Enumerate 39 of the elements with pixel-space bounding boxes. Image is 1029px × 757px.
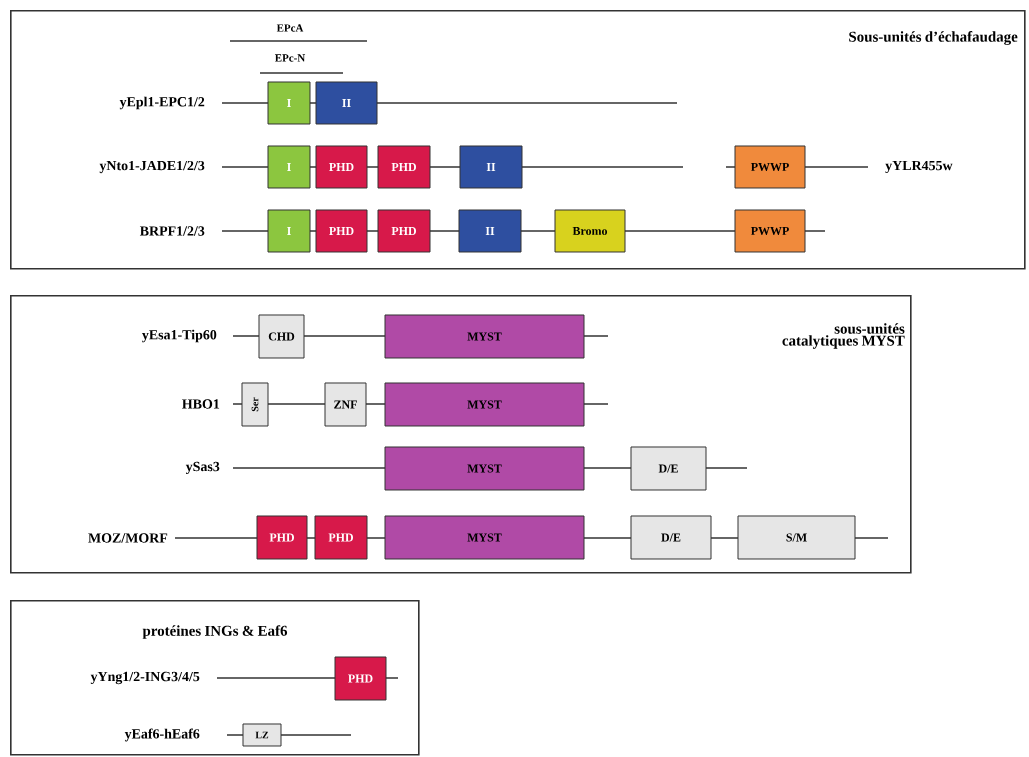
protein-name: yYng1/2-ING3/4/5 xyxy=(90,671,200,685)
protein-name: yEpl1-EPC1/2 xyxy=(119,96,205,110)
protein-name: ySas3 xyxy=(185,461,220,475)
domain-box: Ser xyxy=(241,382,269,427)
domain-box: I xyxy=(267,209,311,253)
domain-box: PWWP xyxy=(734,209,806,253)
domain-box: D/E xyxy=(630,446,707,491)
protein-name: yYLR455w xyxy=(885,160,953,174)
domain-box: II xyxy=(458,209,522,253)
protein-name: yEaf6-hEaf6 xyxy=(124,728,200,742)
protein-name: HBO1 xyxy=(182,399,220,409)
protein-name: yNto1-JADE1/2/3 xyxy=(99,160,205,174)
domain-box: PHD xyxy=(377,145,431,189)
domain-box: II xyxy=(459,145,523,189)
domain-box: MYST xyxy=(384,446,585,491)
protein-name: MOZ/MORF xyxy=(88,533,168,543)
domain-box: I xyxy=(267,81,311,125)
protein-name: yEsa1-Tip60 xyxy=(142,329,217,343)
region-label: EPcA xyxy=(276,24,304,32)
domain-box: PHD xyxy=(256,515,308,560)
domain-box: MYST xyxy=(384,382,585,427)
domain-box: II xyxy=(315,81,378,125)
domain-box: CHD xyxy=(258,314,305,359)
domain-box: PHD xyxy=(315,209,368,253)
domain-box: PWWP xyxy=(734,145,806,189)
domain-box: D/E xyxy=(630,515,712,560)
domain-box: ZNF xyxy=(324,382,367,427)
domain-box: PHD xyxy=(315,145,368,189)
domain-box: MYST xyxy=(384,314,585,359)
domain-box: LZ xyxy=(242,723,282,747)
domain-box: PHD xyxy=(377,209,431,253)
domain-box: I xyxy=(267,145,311,189)
domain-box: PHD xyxy=(334,656,387,701)
domain-box: S/M xyxy=(737,515,856,560)
domain-box: Bromo xyxy=(554,209,626,253)
domain-box: MYST xyxy=(384,515,585,560)
protein-name: BRPF1/2/3 xyxy=(139,226,205,236)
region-label: EPc-N xyxy=(275,54,306,62)
domain-box: PHD xyxy=(314,515,368,560)
